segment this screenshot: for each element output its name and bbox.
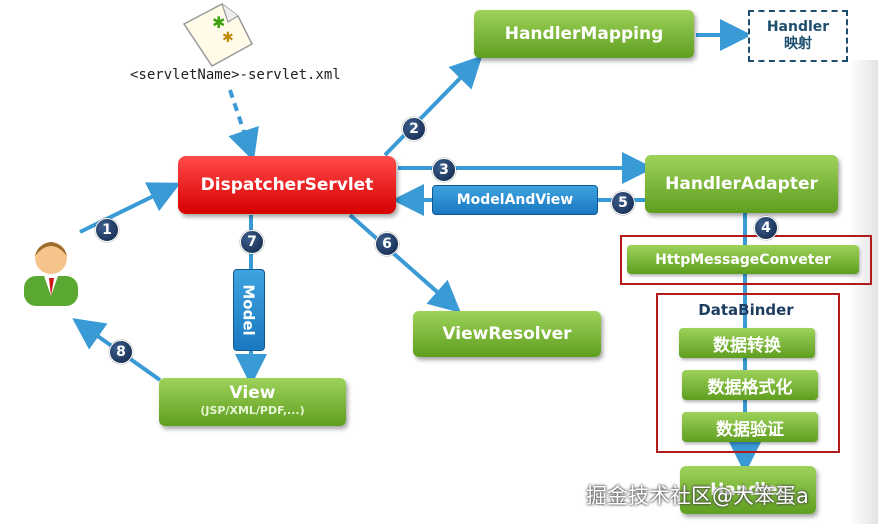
view-subtitle: (JSP/XML/PDF,...) xyxy=(200,404,305,417)
model-label: Model xyxy=(233,269,265,351)
converter-highlight xyxy=(620,235,872,285)
data-conversion-node[interactable]: 数据转换 xyxy=(679,328,815,358)
handler-mapping-result: Handler 映射 xyxy=(748,10,848,62)
step-badge-8: 8 xyxy=(109,340,133,364)
view-label: View xyxy=(229,383,276,403)
step-badge-1: 1 xyxy=(95,218,119,242)
arrow-user-to-dispatcher xyxy=(79,182,181,234)
data-binder-highlight xyxy=(656,293,840,453)
xml-file-icon: ✱ ✱ xyxy=(182,3,253,67)
view-resolver-node[interactable]: ViewResolver xyxy=(413,311,601,357)
data-formatting-node[interactable]: 数据格式化 xyxy=(682,370,818,400)
arrow-config-to-dispatcher xyxy=(228,89,259,162)
handler-line1: Handler xyxy=(766,19,830,35)
background-decoration xyxy=(848,60,878,524)
model-and-view-label: ModelAndView xyxy=(432,185,598,215)
handler-node[interactable]: Handler xyxy=(680,466,816,514)
user-avatar-icon xyxy=(24,242,78,306)
step-badge-3: 3 xyxy=(432,158,456,182)
svg-text:✱: ✱ xyxy=(212,13,225,32)
data-binder-title: DataBinder xyxy=(698,301,794,319)
watermark-text: 掘金技术社区@大笨蛋a xyxy=(586,484,809,508)
step-badge-6: 6 xyxy=(375,232,399,256)
handler-adapter-node[interactable]: HandlerAdapter xyxy=(645,155,838,213)
handler-mapping-node[interactable]: HandlerMapping xyxy=(474,10,694,58)
arrow-dispatcher-to-handlermapping xyxy=(383,55,483,157)
config-file-caption: <servletName>-servlet.xml xyxy=(130,67,341,83)
http-message-converter-node[interactable]: HttpMessageConveter xyxy=(627,245,859,274)
step-badge-4: 4 xyxy=(754,216,778,240)
step-badge-5: 5 xyxy=(611,191,635,215)
model-text: Model xyxy=(240,284,259,336)
svg-text:✱: ✱ xyxy=(222,30,234,46)
step-badge-2: 2 xyxy=(402,117,426,141)
view-node[interactable]: View (JSP/XML/PDF,...) xyxy=(159,378,346,426)
arrow-dispatcher-to-viewresolver xyxy=(348,213,461,313)
step-badge-7: 7 xyxy=(240,230,264,254)
data-validation-node[interactable]: 数据验证 xyxy=(682,412,818,442)
handler-line2: 映射 xyxy=(784,36,812,52)
dispatcher-servlet-node[interactable]: DispatcherServlet xyxy=(178,156,396,214)
